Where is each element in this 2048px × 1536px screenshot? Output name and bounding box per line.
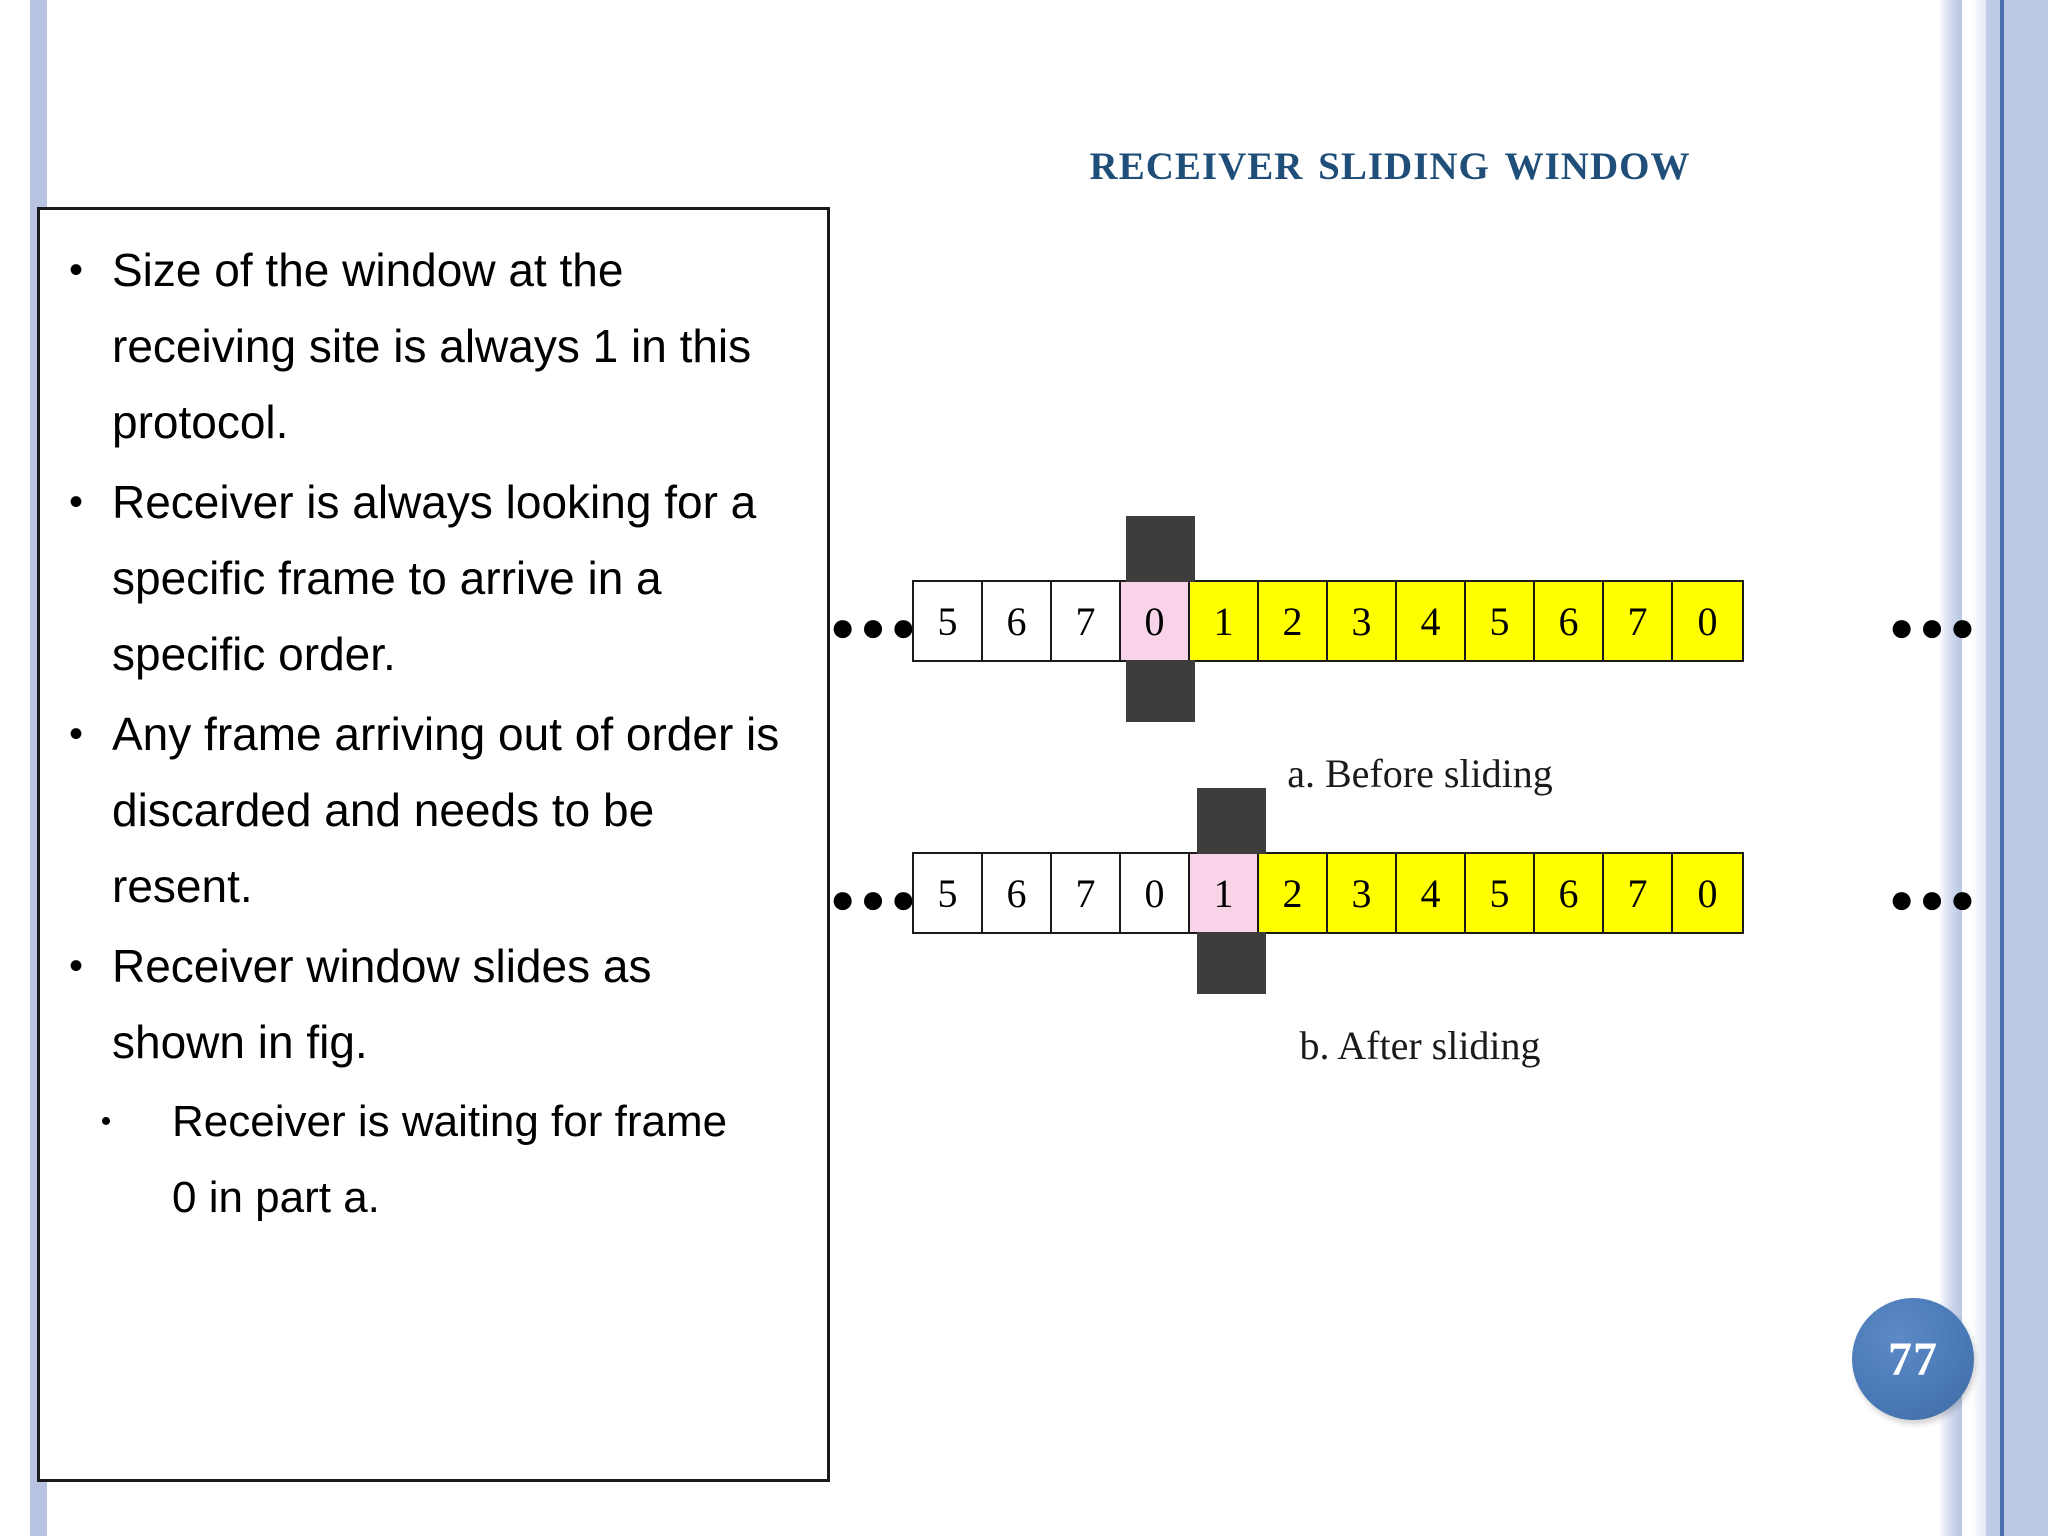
frame-cell-current: 1 (1190, 854, 1259, 932)
frame-cell: 7 (1604, 854, 1673, 932)
frame-cell: 5 (1466, 582, 1535, 660)
bullet-text: Size of the window at the receiving site… (112, 244, 752, 448)
bullet-dot-icon: • (68, 248, 83, 292)
bullet-list: • Size of the window at the receiving si… (40, 210, 827, 1236)
figure-caption-after: b. After sliding (1299, 1023, 1541, 1068)
right-stripe-outer (1938, 0, 1962, 1536)
bullet-text: Any frame arriving out of order is disca… (112, 708, 780, 912)
bullet-dot-icon: • (68, 944, 83, 988)
frame-strip-after: 5 6 7 0 1 2 3 4 5 6 7 0 (912, 852, 1744, 934)
window-marker-bottom-icon (1197, 928, 1266, 994)
frame-cell: 2 (1259, 854, 1328, 932)
bullet-textbox: • Size of the window at the receiving si… (37, 207, 830, 1482)
frame-cell: 2 (1259, 582, 1328, 660)
list-item: • Size of the window at the receiving si… (40, 232, 827, 460)
window-row-after: ●●● ●●● 5 6 7 0 1 2 3 4 5 6 7 0 b. After… (830, 788, 2000, 1068)
ellipsis-left-icon: ●●● (830, 603, 922, 650)
right-stripe-mid (1986, 0, 2000, 1536)
window-marker-bottom-icon (1126, 656, 1195, 722)
frame-cell: 5 (1466, 854, 1535, 932)
frame-cell: 3 (1328, 582, 1397, 660)
frame-cell: 1 (1190, 582, 1259, 660)
bullet-text: Receiver is waiting for frame 0 in part … (172, 1097, 728, 1222)
frame-cell: 4 (1397, 854, 1466, 932)
right-stripe-rule (2000, 0, 2004, 1536)
frame-cell: 7 (1052, 854, 1121, 932)
bullet-dot-icon: • (68, 712, 83, 756)
list-item: • Any frame arriving out of order is dis… (40, 696, 827, 924)
ellipsis-right-icon: ●●● (1889, 875, 1981, 922)
bullet-dot-icon: • (68, 480, 83, 524)
list-item: • Receiver window slides as shown in fig… (40, 928, 827, 1080)
frame-cell: 0 (1121, 854, 1190, 932)
frame-cell: 7 (1604, 582, 1673, 660)
ellipsis-left-icon: ●●● (830, 875, 922, 922)
window-row-before: ●●● ●●● 5 6 7 0 1 2 3 4 5 6 7 0 a. Befor… (830, 516, 2000, 796)
frame-cell: 3 (1328, 854, 1397, 932)
frame-cell: 0 (1673, 582, 1742, 660)
sliding-window-figure: ●●● ●●● 5 6 7 0 1 2 3 4 5 6 7 0 a. Befor… (830, 516, 2000, 1100)
list-item: • Receiver is always looking for a speci… (40, 464, 827, 692)
frame-cell: 5 (914, 854, 983, 932)
frame-cell: 7 (1052, 582, 1121, 660)
window-marker-top-icon (1197, 788, 1266, 854)
right-accent-stripes (1938, 0, 2048, 1536)
bullet-text: Receiver window slides as shown in fig. (112, 940, 652, 1068)
figure-caption-before: a. Before sliding (1287, 751, 1553, 796)
ellipsis-right-icon: ●●● (1889, 603, 1981, 650)
bullet-dot-icon: • (100, 1105, 112, 1138)
frame-strip-before: 5 6 7 0 1 2 3 4 5 6 7 0 (912, 580, 1744, 662)
frame-cell: 6 (983, 854, 1052, 932)
list-item-sub: • Receiver is waiting for frame 0 in par… (40, 1084, 827, 1236)
frame-cell: 4 (1397, 582, 1466, 660)
frame-cell-current: 0 (1121, 582, 1190, 660)
page-title: Receiver Sliding Window (1089, 130, 1691, 191)
frame-cell: 6 (1535, 582, 1604, 660)
right-stripe-gap (1962, 0, 1986, 1536)
frame-cell: 0 (1673, 854, 1742, 932)
window-marker-top-icon (1126, 516, 1195, 582)
frame-cell: 6 (983, 582, 1052, 660)
bullet-text: Receiver is always looking for a specifi… (112, 476, 757, 680)
page-number-badge: 77 (1852, 1298, 1974, 1420)
frame-cell: 5 (914, 582, 983, 660)
right-stripe-inner (2004, 0, 2048, 1536)
frame-cell: 6 (1535, 854, 1604, 932)
